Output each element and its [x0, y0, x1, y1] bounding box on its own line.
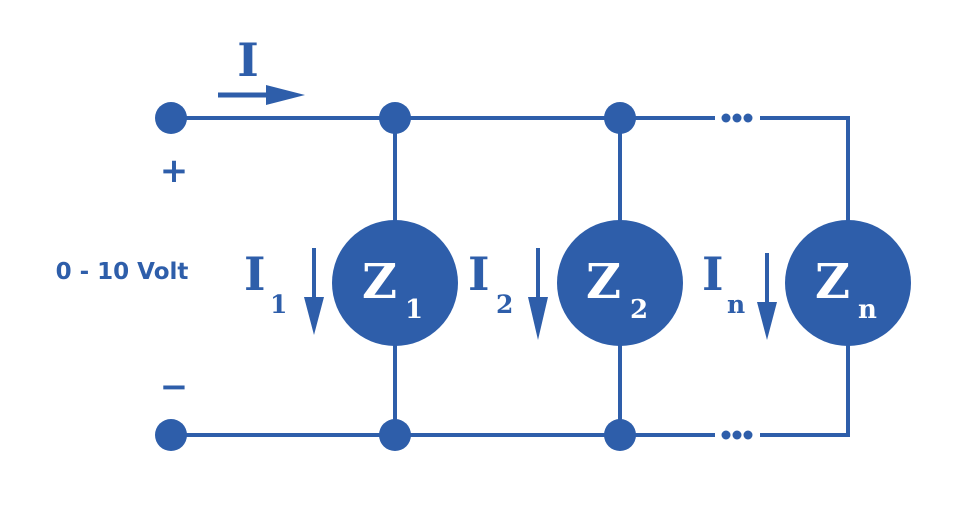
impedance-n-subscript: n [858, 295, 877, 325]
total-current-arrowhead [266, 85, 305, 105]
branch-1-current-subscript: 1 [270, 290, 287, 319]
top-wire [171, 116, 850, 222]
impedance-n-label: Z [815, 254, 850, 310]
branch-2-current-label: I [468, 247, 490, 301]
voltage-label: 0 - 10 Volt [56, 259, 189, 285]
impedance-1-label: Z [362, 254, 397, 310]
impedance-n [785, 220, 911, 346]
minus-sign: − [160, 367, 189, 407]
impedance-1 [332, 220, 458, 346]
bottom-wire [171, 344, 850, 437]
node-top-2 [604, 102, 636, 134]
impedance-2 [557, 220, 683, 346]
branch-1-arrowhead [304, 297, 324, 335]
total-current-label: I [237, 33, 259, 87]
branch-n-current-subscript: n [727, 290, 745, 319]
impedance-2-label: Z [586, 254, 621, 310]
node-bottom-1 [379, 419, 411, 451]
branch-n-current-label: I [702, 247, 724, 301]
ellipsis-bottom [721, 430, 753, 440]
node-bottom-2 [604, 419, 636, 451]
ellipsis-top [721, 113, 753, 123]
node-top-1 [379, 102, 411, 134]
branch-2-current-subscript: 2 [496, 290, 513, 319]
branch-n-arrowhead [757, 302, 777, 340]
plus-sign: + [160, 151, 189, 191]
impedance-2-subscript: 2 [630, 295, 648, 325]
impedance-1-subscript: 1 [405, 295, 423, 325]
branch-1-current-label: I [244, 247, 266, 301]
positive-terminal [155, 102, 187, 134]
branch-2-arrowhead [528, 297, 548, 340]
negative-terminal [155, 419, 187, 451]
